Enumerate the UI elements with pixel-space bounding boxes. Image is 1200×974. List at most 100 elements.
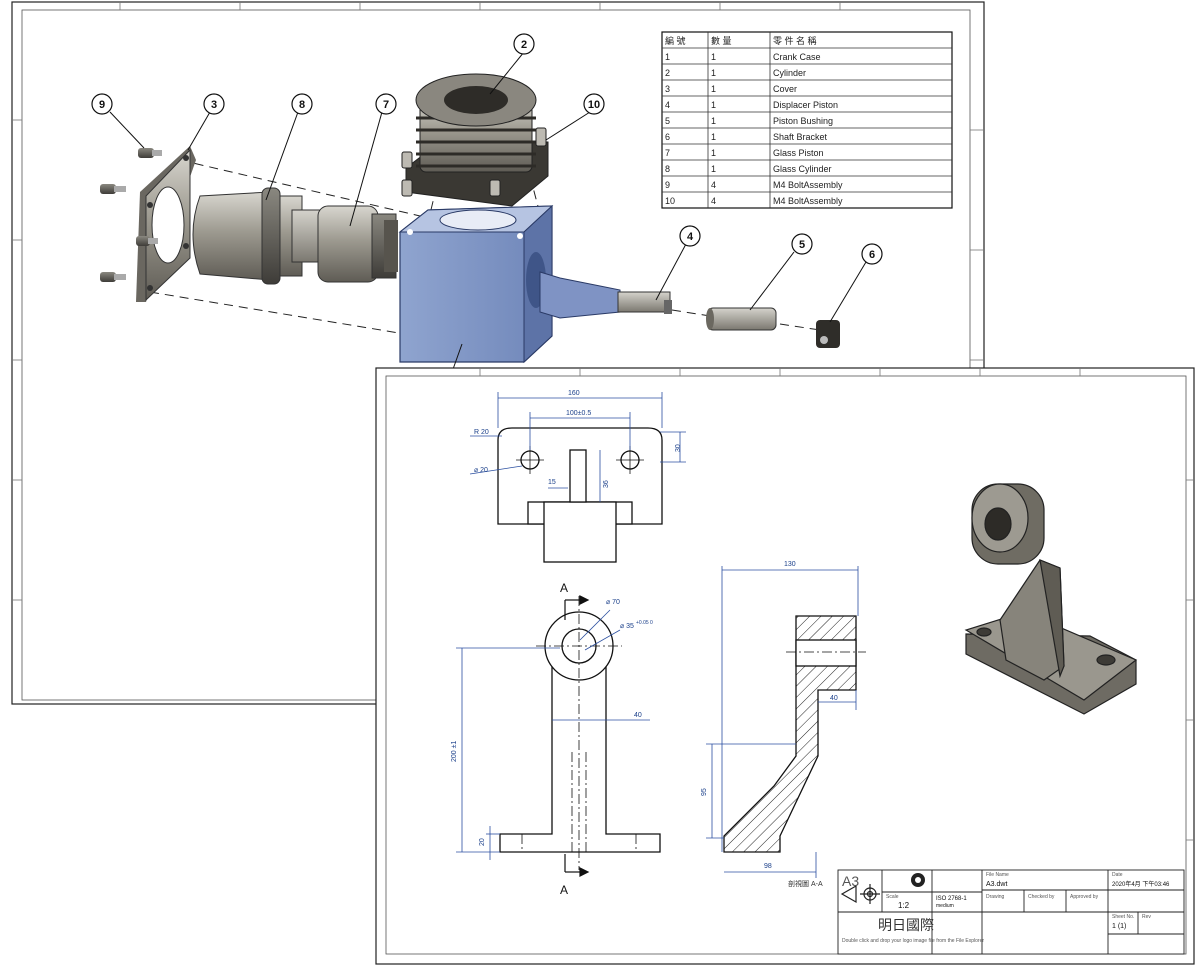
balloon-label-10: 10 (588, 99, 600, 111)
top-view-dimensions (469, 392, 686, 502)
side-section-view (723, 615, 866, 853)
bom-cell: 1 (711, 52, 716, 62)
dim-web-width: 40 (634, 712, 642, 719)
bom-cell: 1 (711, 84, 716, 94)
bom-cell: 1 (711, 100, 716, 110)
balloon-4 (679, 225, 701, 247)
section-arrows (564, 595, 590, 877)
bom-cell: 1 (665, 52, 670, 62)
bom-cell: 4 (711, 180, 716, 190)
crank-case (398, 204, 554, 364)
cylinder-head (401, 73, 549, 207)
balloons (91, 33, 883, 265)
approved-label: Approved by (1070, 894, 1099, 900)
dim-top-width: 160 (568, 390, 580, 397)
rev-label: Rev (1142, 914, 1151, 920)
front-view (499, 596, 661, 870)
balloon-label-9: 9 (99, 99, 105, 111)
bom-cell: Cylinder (773, 68, 806, 78)
dim-hole-spacing: 100±0.5 (566, 410, 591, 417)
balloon-9 (91, 93, 113, 115)
section-marker-top: A (560, 581, 568, 595)
file-name-label: File Name (986, 872, 1009, 878)
balloon-10 (583, 93, 605, 115)
dim-hole-dia: ⌀ 20 (474, 467, 488, 474)
bom-cell: 8 (665, 164, 670, 174)
balloon-label-6: 6 (869, 249, 875, 261)
drawn-label: Drawing (986, 894, 1005, 900)
bracket-isometric (964, 483, 1138, 715)
bom-cell: 5 (665, 116, 670, 126)
dim-base-height: 20 (479, 838, 486, 846)
front-view-dimensions (456, 609, 650, 860)
bom-table (661, 31, 953, 209)
bom-cell: 9 (665, 180, 670, 190)
date-value: 2020年4月 下午03:46 (1112, 880, 1170, 888)
bom-cell: M4 BoltAssembly (773, 180, 843, 190)
bom-cell: 4 (665, 100, 670, 110)
dim-side-lower: 95 (701, 788, 708, 796)
balloon-7 (375, 93, 397, 115)
bom-cell: 7 (665, 148, 670, 158)
bom-cell: Glass Cylinder (773, 164, 832, 174)
balloon-2 (513, 33, 535, 55)
bom-cell: 2 (665, 68, 670, 78)
bom-header-cell: 編 號 (665, 35, 686, 46)
balloon-3 (203, 93, 225, 115)
bom-cell: 6 (665, 132, 670, 142)
balloon-leaders (109, 51, 867, 373)
dim-side-base: 98 (764, 863, 772, 870)
bom-cell: Crank Case (773, 52, 821, 62)
balloon-5 (791, 233, 813, 255)
balloon-label-5: 5 (799, 239, 805, 251)
bom-cell: Shaft Bracket (773, 132, 828, 142)
balloon-8 (291, 93, 313, 115)
dim-side-step: 40 (830, 695, 838, 702)
bom-cell: 1 (711, 116, 716, 126)
dim-overall-height: 200 ±1 (451, 741, 458, 762)
glass-piston (317, 205, 398, 283)
file-name: A3.dwt (986, 881, 1007, 888)
bom-cell: 1 (711, 164, 716, 174)
sheet-value: 1 (1) (1112, 923, 1126, 930)
dim-rib-width: 15 (548, 479, 556, 486)
displacer-piston (664, 300, 672, 314)
company-name: 明日國際 (878, 917, 934, 933)
section-caption: 剖視圖 A-A (788, 879, 823, 888)
section-marker-bottom: A (560, 883, 568, 897)
dim-boss-outer: ⌀ 70 (606, 599, 620, 606)
bom-cell: M4 BoltAssembly (773, 196, 843, 206)
dim-boss-bore: ⌀ 35 (620, 623, 634, 630)
bom-cell: Displacer Piston (773, 100, 838, 110)
title-block (837, 869, 1185, 955)
balloon-label-8: 8 (299, 99, 305, 111)
standard: ISO 2768-1 (936, 896, 967, 902)
bom-header-cell: 數 量 (711, 35, 732, 46)
dim-rib-height: 36 (603, 480, 610, 488)
bom-cell: 3 (665, 84, 670, 94)
balloon-6 (861, 243, 883, 265)
bolts-9 (100, 148, 162, 282)
bom-cell: Cover (773, 84, 797, 94)
crank-shaft (539, 271, 671, 319)
standard-sub: medium (936, 903, 954, 909)
scale-value: 1:2 (898, 901, 910, 910)
sheet-label: Sheet No. (1112, 914, 1134, 920)
cover-plate (136, 146, 196, 302)
balloon-label-2: 2 (521, 39, 527, 51)
shaft-bracket (816, 320, 840, 348)
top-view (497, 427, 663, 563)
bom-cell: 1 (711, 148, 716, 158)
dim-side-width: 130 (784, 561, 796, 568)
side-view-dimensions (706, 566, 859, 878)
dim-edge-offset: 30 (675, 444, 682, 452)
bom-cell: 1 (711, 132, 716, 142)
bom-cell: 1 (711, 68, 716, 78)
bom-cell: 10 (665, 196, 675, 206)
date-label: Date (1112, 872, 1123, 878)
scale-label: Scale (886, 894, 899, 900)
bom-cell: Glass Piston (773, 148, 824, 158)
checked-label: Checked by (1028, 894, 1055, 900)
balloon-label-4: 4 (687, 231, 694, 243)
